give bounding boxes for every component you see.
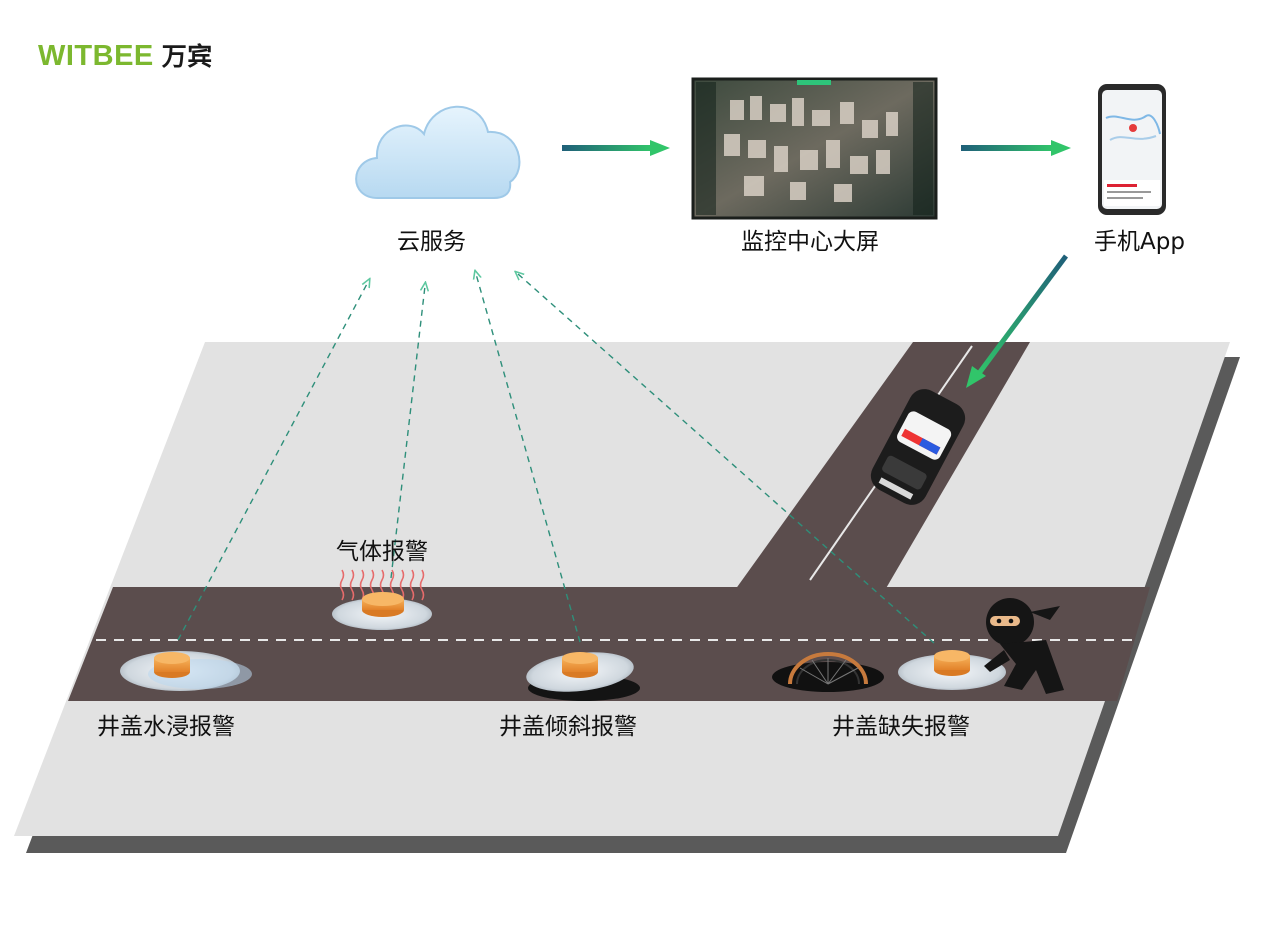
uplink-water	[177, 282, 368, 641]
sensor-uplinks	[177, 274, 935, 644]
cloud-icon	[355, 105, 521, 199]
tilt-alarm-label: 井盖倾斜报警	[499, 714, 637, 740]
screen-label: 监控中心大屏	[741, 229, 879, 255]
arrow-cloud-to-screen	[562, 140, 670, 156]
arrow-screen-to-phone	[961, 140, 1071, 156]
missing-sensor-icon	[898, 650, 1006, 690]
brand-name-cn: 万宾	[161, 43, 213, 71]
monitor-screen-icon	[691, 77, 938, 220]
gas-alarm-label: 气体报警	[336, 539, 428, 565]
brand-name-en: WITBEE	[38, 40, 154, 72]
phone-label: 手机App	[1094, 229, 1185, 255]
flow-arrows	[562, 140, 1071, 388]
water-alarm-label: 井盖水浸报警	[97, 714, 235, 740]
phone-icon	[1098, 84, 1166, 215]
gas-sensor-icon	[332, 569, 432, 630]
tilt-sensor-icon	[526, 652, 640, 701]
open-manhole-icon	[772, 652, 884, 692]
arrow-phone-to-police	[966, 254, 1069, 388]
uplink-gas	[390, 286, 425, 579]
missing-alarm-label: 井盖缺失报警	[832, 714, 970, 740]
thief-icon	[984, 598, 1064, 694]
police-car-icon	[870, 389, 966, 505]
cloud-label: 云服务	[397, 229, 466, 255]
uplink-tilt	[476, 274, 581, 643]
water-sensor-icon	[120, 651, 252, 691]
uplink-missing	[518, 274, 935, 644]
